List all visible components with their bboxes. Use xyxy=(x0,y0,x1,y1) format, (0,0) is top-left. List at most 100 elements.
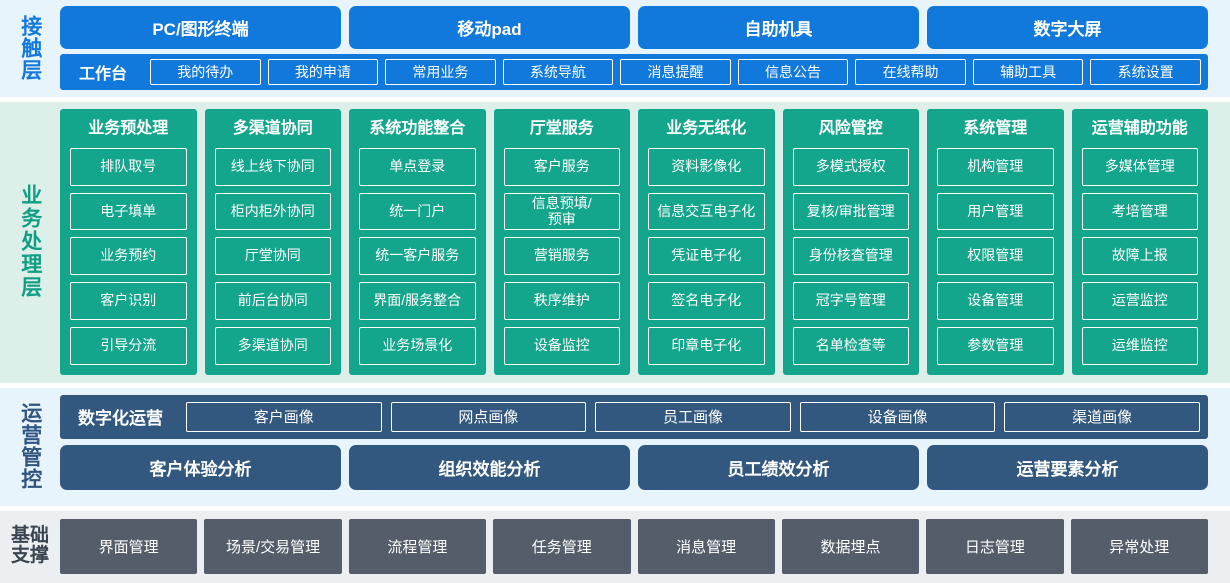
business-item[interactable]: 业务预约 xyxy=(70,237,187,276)
business-item[interactable]: 运维监控 xyxy=(1081,326,1198,365)
analysis-employee-performance[interactable]: 员工绩效分析 xyxy=(638,444,919,490)
business-item[interactable]: 统一客户服务 xyxy=(359,237,476,276)
analysis-ops-factors[interactable]: 运营要素分析 xyxy=(927,444,1208,490)
workbench-item-message-alert[interactable]: 消息提醒 xyxy=(620,59,731,85)
business-item[interactable]: 资料影像化 xyxy=(648,147,765,186)
analysis-org-efficiency[interactable]: 组织效能分析 xyxy=(349,444,630,490)
business-column-risk-control: 风险管控 多模式授权 复核/审批管理 身份核查管理 冠字号管理 名单检查等 xyxy=(782,108,919,375)
workbench-item-announcement[interactable]: 信息公告 xyxy=(737,59,849,85)
foundation-message-management[interactable]: 消息管理 xyxy=(637,518,775,574)
business-column-system-management: 系统管理 机构管理 用户管理 权限管理 设备管理 参数管理 xyxy=(927,108,1064,375)
business-item[interactable]: 用户管理 xyxy=(937,192,1054,231)
business-item[interactable]: 前后台协同 xyxy=(214,282,331,320)
foundation-exception-handling[interactable]: 异常处理 xyxy=(1070,518,1208,574)
business-item[interactable]: 设备管理 xyxy=(937,282,1054,320)
layer-foundation-label: 基础 支撑 xyxy=(10,524,49,567)
layer-business: 业务处理层 业务预处理 排队取号 电子填单 业务预约 客户识别 引导分流 多渠道… xyxy=(0,101,1230,383)
business-item[interactable]: 线上线下协同 xyxy=(214,147,331,186)
business-item[interactable]: 设备监控 xyxy=(503,326,620,365)
business-item[interactable]: 机构管理 xyxy=(937,147,1054,186)
business-column-lobby-service: 厅堂服务 客户服务 信息预填/ 预审 营销服务 秩序维护 设备监控 xyxy=(493,108,630,375)
business-item[interactable]: 参数管理 xyxy=(937,326,1054,365)
layer-contact-label: 接触层 xyxy=(18,15,42,81)
foundation-scene-transaction-management[interactable]: 场景/交易管理 xyxy=(204,518,342,574)
business-column-ops-support: 运营辅助功能 多媒体管理 考培管理 故障上报 运营监控 运维监控 xyxy=(1071,108,1208,375)
channel-box-digital-screen[interactable]: 数字大屏 xyxy=(927,6,1208,49)
portrait-employee[interactable]: 员工画像 xyxy=(595,401,791,432)
business-item[interactable]: 故障上报 xyxy=(1081,237,1198,276)
business-column-system-integration: 系统功能整合 单点登录 统一门户 统一客户服务 界面/服务整合 业务场景化 xyxy=(349,108,486,375)
business-item[interactable]: 名单检查等 xyxy=(792,326,909,365)
business-column-title: 多渠道协同 xyxy=(232,119,313,137)
workbench-item-my-todo[interactable]: 我的待办 xyxy=(150,59,261,85)
workbench-item-online-help[interactable]: 在线帮助 xyxy=(855,59,966,85)
business-column-title: 风险管控 xyxy=(818,119,883,137)
business-item[interactable]: 运营监控 xyxy=(1081,282,1198,320)
business-item[interactable]: 排队取号 xyxy=(70,147,187,186)
business-item[interactable]: 多模式授权 xyxy=(792,147,909,186)
business-item[interactable]: 客户识别 xyxy=(70,282,187,320)
business-item[interactable]: 签名电子化 xyxy=(648,282,765,320)
business-item[interactable]: 电子填单 xyxy=(70,192,187,231)
business-item[interactable]: 多渠道协同 xyxy=(214,326,331,365)
workbench-row: 工作台 我的待办 我的申请 常用业务 系统导航 消息提醒 信息公告 在线帮助 辅… xyxy=(60,54,1208,90)
digital-operations-row: 数字化运营 客户画像 网点画像 员工画像 设备画像 渠道画像 xyxy=(60,394,1208,439)
business-item[interactable]: 柜内柜外协同 xyxy=(214,192,331,231)
portrait-branch[interactable]: 网点画像 xyxy=(390,401,587,432)
business-item[interactable]: 信息交互电子化 xyxy=(648,192,765,231)
business-item[interactable]: 业务场景化 xyxy=(359,326,476,365)
business-item[interactable]: 权限管理 xyxy=(937,237,1054,276)
layer-separator-1 xyxy=(0,97,1230,102)
layer-business-body: 业务预处理 排队取号 电子填单 业务预约 客户识别 引导分流 多渠道协同 线上线… xyxy=(60,108,1230,375)
workbench-item-common-business[interactable]: 常用业务 xyxy=(385,59,496,85)
workbench-item-aux-tools[interactable]: 辅助工具 xyxy=(972,59,1084,85)
layer-contact-body: PC/图形终端 移动pad 自助机具 数字大屏 工作台 我的待办 我的申请 常用… xyxy=(60,6,1230,90)
business-item[interactable]: 凭证电子化 xyxy=(648,237,765,276)
layer-foundation: 基础 支撑 界面管理 场景/交易管理 流程管理 任务管理 消息管理 数据埋点 日… xyxy=(0,510,1230,583)
foundation-row: 界面管理 场景/交易管理 流程管理 任务管理 消息管理 数据埋点 日志管理 异常… xyxy=(60,518,1208,574)
business-item[interactable]: 信息预填/ 预审 xyxy=(503,192,620,231)
business-item[interactable]: 印章电子化 xyxy=(648,326,765,365)
business-item[interactable]: 单点登录 xyxy=(359,147,476,186)
layer-foundation-body: 界面管理 场景/交易管理 流程管理 任务管理 消息管理 数据埋点 日志管理 异常… xyxy=(60,518,1230,574)
business-item[interactable]: 界面/服务整合 xyxy=(359,282,476,320)
foundation-log-management[interactable]: 日志管理 xyxy=(926,518,1064,574)
business-item[interactable]: 身份核查管理 xyxy=(792,237,909,276)
business-column-title: 系统管理 xyxy=(963,119,1028,137)
workbench-item-system-settings[interactable]: 系统设置 xyxy=(1090,59,1201,85)
channel-box-pc[interactable]: PC/图形终端 xyxy=(60,6,341,49)
business-item[interactable]: 复核/审批管理 xyxy=(792,192,909,231)
layer-contact: 接触层 PC/图形终端 移动pad 自助机具 数字大屏 工作台 我的待办 我的申… xyxy=(0,0,1230,97)
business-column-title: 厅堂服务 xyxy=(529,119,594,137)
foundation-task-management[interactable]: 任务管理 xyxy=(493,518,631,574)
foundation-process-management[interactable]: 流程管理 xyxy=(348,518,487,574)
business-item[interactable]: 秩序维护 xyxy=(503,282,620,320)
portrait-customer[interactable]: 客户画像 xyxy=(186,401,382,432)
foundation-data-tracking[interactable]: 数据埋点 xyxy=(781,518,920,574)
business-item[interactable]: 引导分流 xyxy=(70,326,187,365)
business-item[interactable]: 厅堂协同 xyxy=(214,237,331,276)
layer-business-label: 业务处理层 xyxy=(18,184,42,300)
channel-box-mobile-pad[interactable]: 移动pad xyxy=(349,6,630,49)
business-item[interactable]: 客户服务 xyxy=(503,147,620,186)
layer-operations: 运营管控 数字化运营 客户画像 网点画像 员工画像 设备画像 渠道画像 客户体验… xyxy=(0,387,1230,507)
business-item[interactable]: 考培管理 xyxy=(1081,192,1198,231)
business-column-paperless: 业务无纸化 资料影像化 信息交互电子化 凭证电子化 签名电子化 印章电子化 xyxy=(638,108,775,375)
business-column-preprocessing: 业务预处理 排队取号 电子填单 业务预约 客户识别 引导分流 xyxy=(60,108,197,375)
channel-box-self-service[interactable]: 自助机具 xyxy=(638,6,919,49)
layer-operations-body: 数字化运营 客户画像 网点画像 员工画像 设备画像 渠道画像 客户体验分析 组织… xyxy=(60,394,1230,498)
workbench-item-system-navigation[interactable]: 系统导航 xyxy=(502,59,614,85)
business-item[interactable]: 多媒体管理 xyxy=(1081,147,1198,186)
workbench-item-my-application[interactable]: 我的申请 xyxy=(267,59,379,85)
business-item[interactable]: 冠字号管理 xyxy=(792,282,909,320)
business-column-title: 业务无纸化 xyxy=(666,119,747,137)
business-column-title: 系统功能整合 xyxy=(369,119,466,137)
portrait-channel[interactable]: 渠道画像 xyxy=(1004,401,1200,432)
portrait-device[interactable]: 设备画像 xyxy=(799,401,996,432)
business-item[interactable]: 统一门户 xyxy=(359,192,476,231)
layer-operations-label: 运营管控 xyxy=(18,402,42,491)
foundation-ui-management[interactable]: 界面管理 xyxy=(60,518,198,574)
business-item[interactable]: 营销服务 xyxy=(503,237,620,276)
analysis-customer-experience[interactable]: 客户体验分析 xyxy=(60,444,341,490)
